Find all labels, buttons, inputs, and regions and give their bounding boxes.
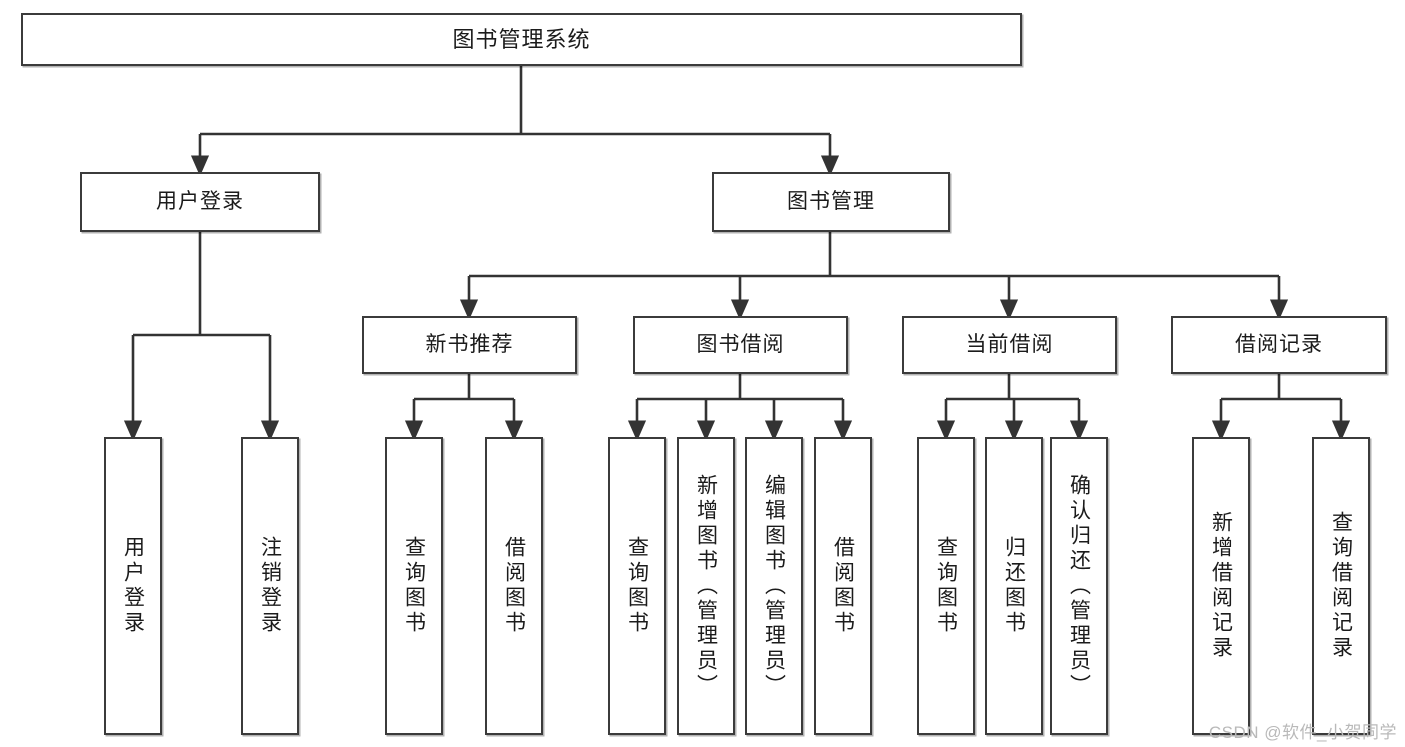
leaf-query-record[interactable]: 查询借阅记录	[1312, 437, 1370, 735]
leaf-edit-book-label: 编辑图书（管理员）	[762, 473, 786, 699]
leaf-query-record-label: 查询借阅记录	[1329, 511, 1353, 661]
leaf-borrow-book-2-label: 借阅图书	[831, 536, 855, 636]
node-book-manage-label: 图书管理	[787, 189, 875, 213]
leaf-user-login-label: 用户登录	[121, 536, 145, 636]
node-book-manage[interactable]: 图书管理	[712, 172, 950, 232]
node-borrow-record[interactable]: 借阅记录	[1171, 316, 1387, 374]
node-borrow-record-label: 借阅记录	[1235, 332, 1323, 356]
leaf-query-book-2-label: 查询图书	[625, 536, 649, 636]
leaf-add-book-label: 新增图书（管理员）	[694, 473, 718, 699]
leaf-edit-book[interactable]: 编辑图书（管理员）	[745, 437, 803, 735]
node-current-borrow-label: 当前借阅	[965, 332, 1054, 356]
node-user-login-label: 用户登录	[156, 189, 244, 213]
watermark: CSDN @软件_小贺同学	[1208, 723, 1397, 742]
node-root-label: 图书管理系统	[452, 26, 591, 52]
leaf-query-book-1-label: 查询图书	[402, 536, 426, 636]
leaf-user-login[interactable]: 用户登录	[104, 437, 162, 735]
leaf-user-logout[interactable]: 注销登录	[241, 437, 299, 735]
leaf-user-logout-label: 注销登录	[258, 536, 282, 636]
node-root[interactable]: 图书管理系统	[21, 13, 1022, 66]
node-book-borrow[interactable]: 图书借阅	[633, 316, 848, 374]
leaf-confirm-return-label: 确认归还（管理员）	[1067, 473, 1091, 699]
leaf-return-book[interactable]: 归还图书	[985, 437, 1043, 735]
leaf-query-book-3[interactable]: 查询图书	[917, 437, 975, 735]
leaf-return-book-label: 归还图书	[1002, 536, 1026, 636]
leaf-query-book-3-label: 查询图书	[934, 536, 958, 636]
leaf-query-book-1[interactable]: 查询图书	[385, 437, 443, 735]
leaf-borrow-book-1-label: 借阅图书	[502, 536, 526, 636]
leaf-borrow-book-1[interactable]: 借阅图书	[485, 437, 543, 735]
leaf-add-record[interactable]: 新增借阅记录	[1192, 437, 1250, 735]
leaf-add-book[interactable]: 新增图书（管理员）	[677, 437, 735, 735]
node-current-borrow[interactable]: 当前借阅	[902, 316, 1117, 374]
node-new-book-recommend-label: 新书推荐	[425, 332, 514, 356]
node-new-book-recommend[interactable]: 新书推荐	[362, 316, 577, 374]
node-book-borrow-label: 图书借阅	[696, 332, 785, 356]
leaf-query-book-2[interactable]: 查询图书	[608, 437, 666, 735]
leaf-borrow-book-2[interactable]: 借阅图书	[814, 437, 872, 735]
leaf-add-record-label: 新增借阅记录	[1209, 511, 1233, 661]
leaf-confirm-return[interactable]: 确认归还（管理员）	[1050, 437, 1108, 735]
node-user-login[interactable]: 用户登录	[80, 172, 320, 232]
